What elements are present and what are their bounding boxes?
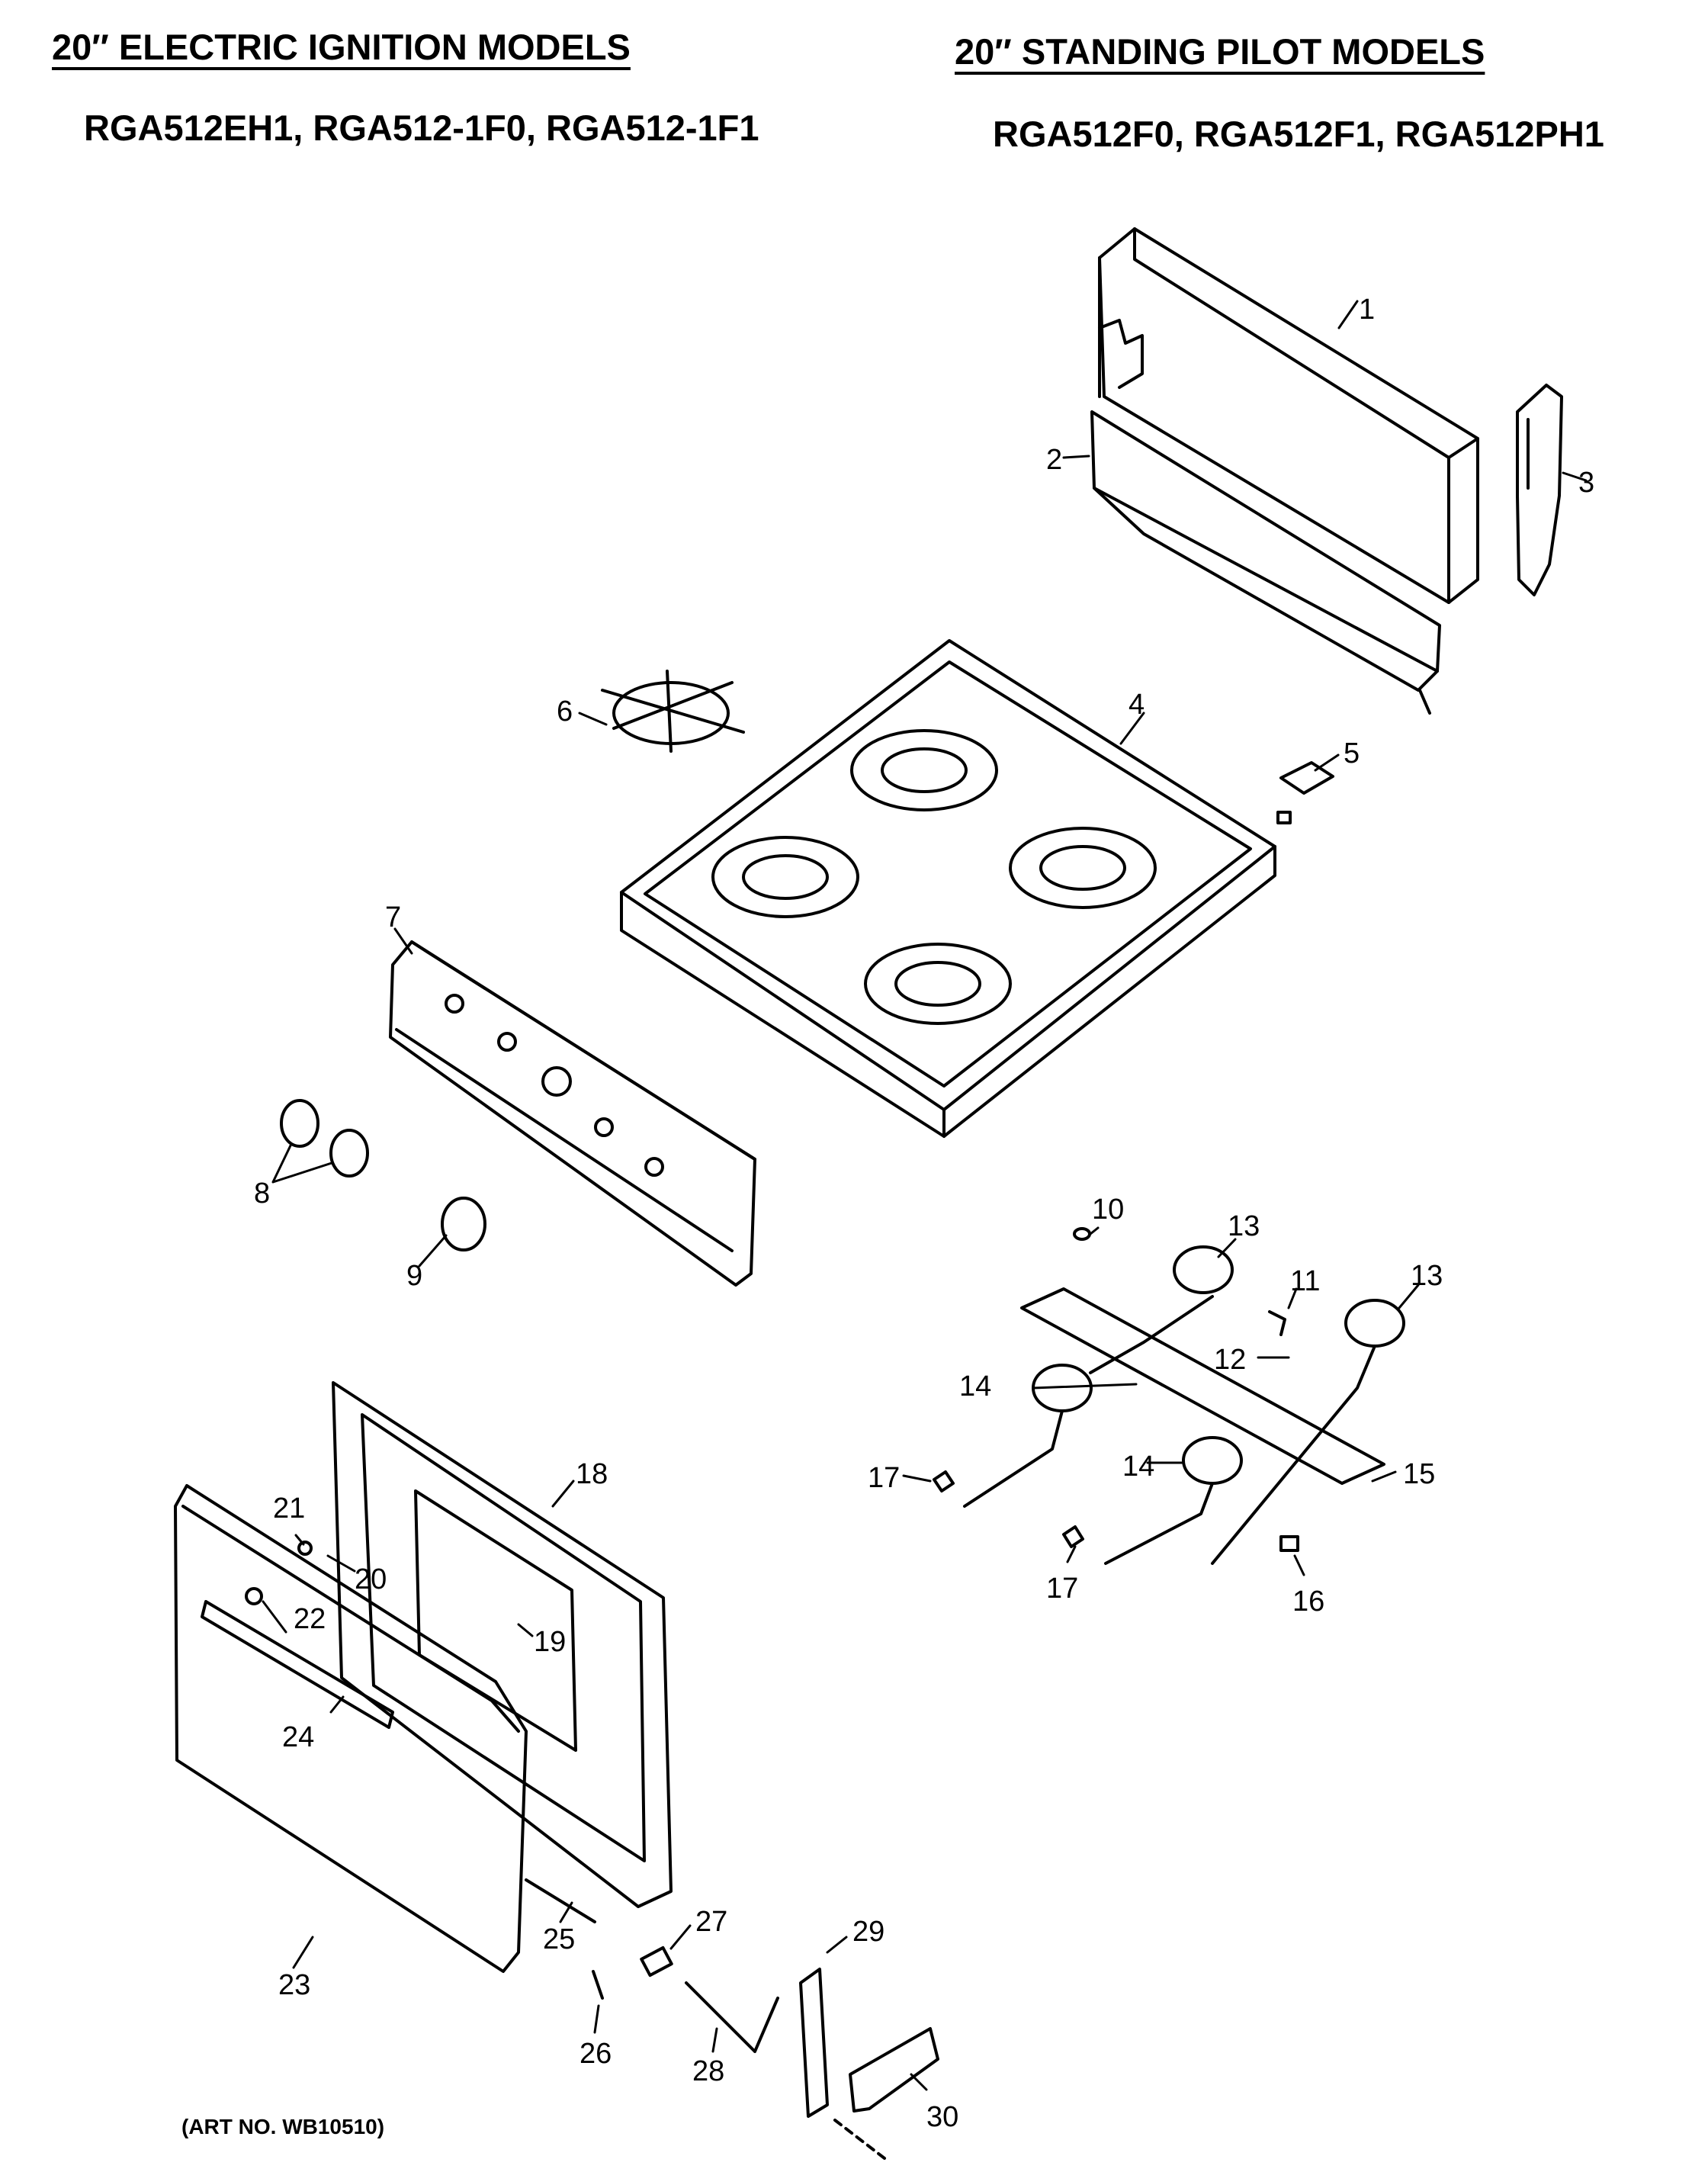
callout-21: 21 (273, 1492, 305, 1525)
callout-9: 9 (406, 1260, 422, 1292)
part-hinge-parts (525, 1878, 939, 2160)
part-control-panel (389, 940, 756, 1287)
callout-8: 8 (254, 1178, 270, 1210)
callout-7: 7 (385, 901, 401, 933)
art-number: (ART NO. WB10510) (181, 2115, 385, 2138)
callout-26: 26 (580, 2038, 612, 2070)
callout-13a: 13 (1228, 1210, 1260, 1242)
callout-12: 12 (1214, 1344, 1246, 1376)
part-clip (1276, 761, 1334, 824)
callout-10: 10 (1092, 1194, 1124, 1226)
callout-19: 19 (534, 1626, 566, 1658)
part-backguard (1098, 227, 1479, 604)
callout-3: 3 (1578, 467, 1594, 499)
left-model-numbers: RGA512EH1, RGA512-1F0, RGA512-1F1 (84, 108, 759, 148)
callout-30: 30 (926, 2101, 958, 2133)
callout-numbers: 1 2 3 4 5 6 7 8 9 10 11 12 13 13 14 14 1… (254, 294, 1594, 2133)
callout-18: 18 (576, 1458, 608, 1490)
callout-20: 20 (355, 1563, 387, 1595)
part-knobs (280, 1099, 486, 1251)
callout-5: 5 (1344, 737, 1360, 770)
part-cooktop (620, 639, 1276, 1138)
callout-17b: 17 (1046, 1573, 1078, 1605)
part-rear-trim (1090, 410, 1441, 715)
callout-17a: 17 (868, 1462, 900, 1494)
callout-14b: 14 (1122, 1451, 1154, 1483)
right-model-numbers: RGA512F0, RGA512F1, RGA512PH1 (993, 114, 1604, 154)
part-burner-assembly (933, 1227, 1405, 1565)
left-section-title: 20″ ELECTRIC IGNITION MODELS (52, 27, 631, 67)
right-section-title: 20″ STANDING PILOT MODELS (955, 31, 1485, 72)
callout-14a: 14 (959, 1370, 991, 1402)
leader-lines (262, 300, 1588, 2091)
callout-25: 25 (543, 1923, 575, 1955)
callout-13b: 13 (1411, 1260, 1443, 1292)
callout-11: 11 (1290, 1265, 1320, 1297)
callout-29: 29 (852, 1916, 884, 1948)
part-oven-door (174, 1381, 673, 1973)
callout-23: 23 (278, 1969, 310, 2001)
callout-22: 22 (294, 1603, 326, 1635)
callout-4: 4 (1128, 689, 1145, 721)
callout-2: 2 (1046, 444, 1062, 476)
callout-24: 24 (282, 1721, 314, 1753)
part-side-bracket (1516, 384, 1563, 596)
callout-6: 6 (557, 696, 573, 728)
callout-27: 27 (695, 1906, 727, 1938)
callout-15: 15 (1403, 1458, 1435, 1490)
callout-16: 16 (1292, 1586, 1324, 1618)
callout-1: 1 (1359, 294, 1375, 326)
callout-28: 28 (692, 2055, 724, 2087)
part-burner-grate (601, 670, 745, 753)
